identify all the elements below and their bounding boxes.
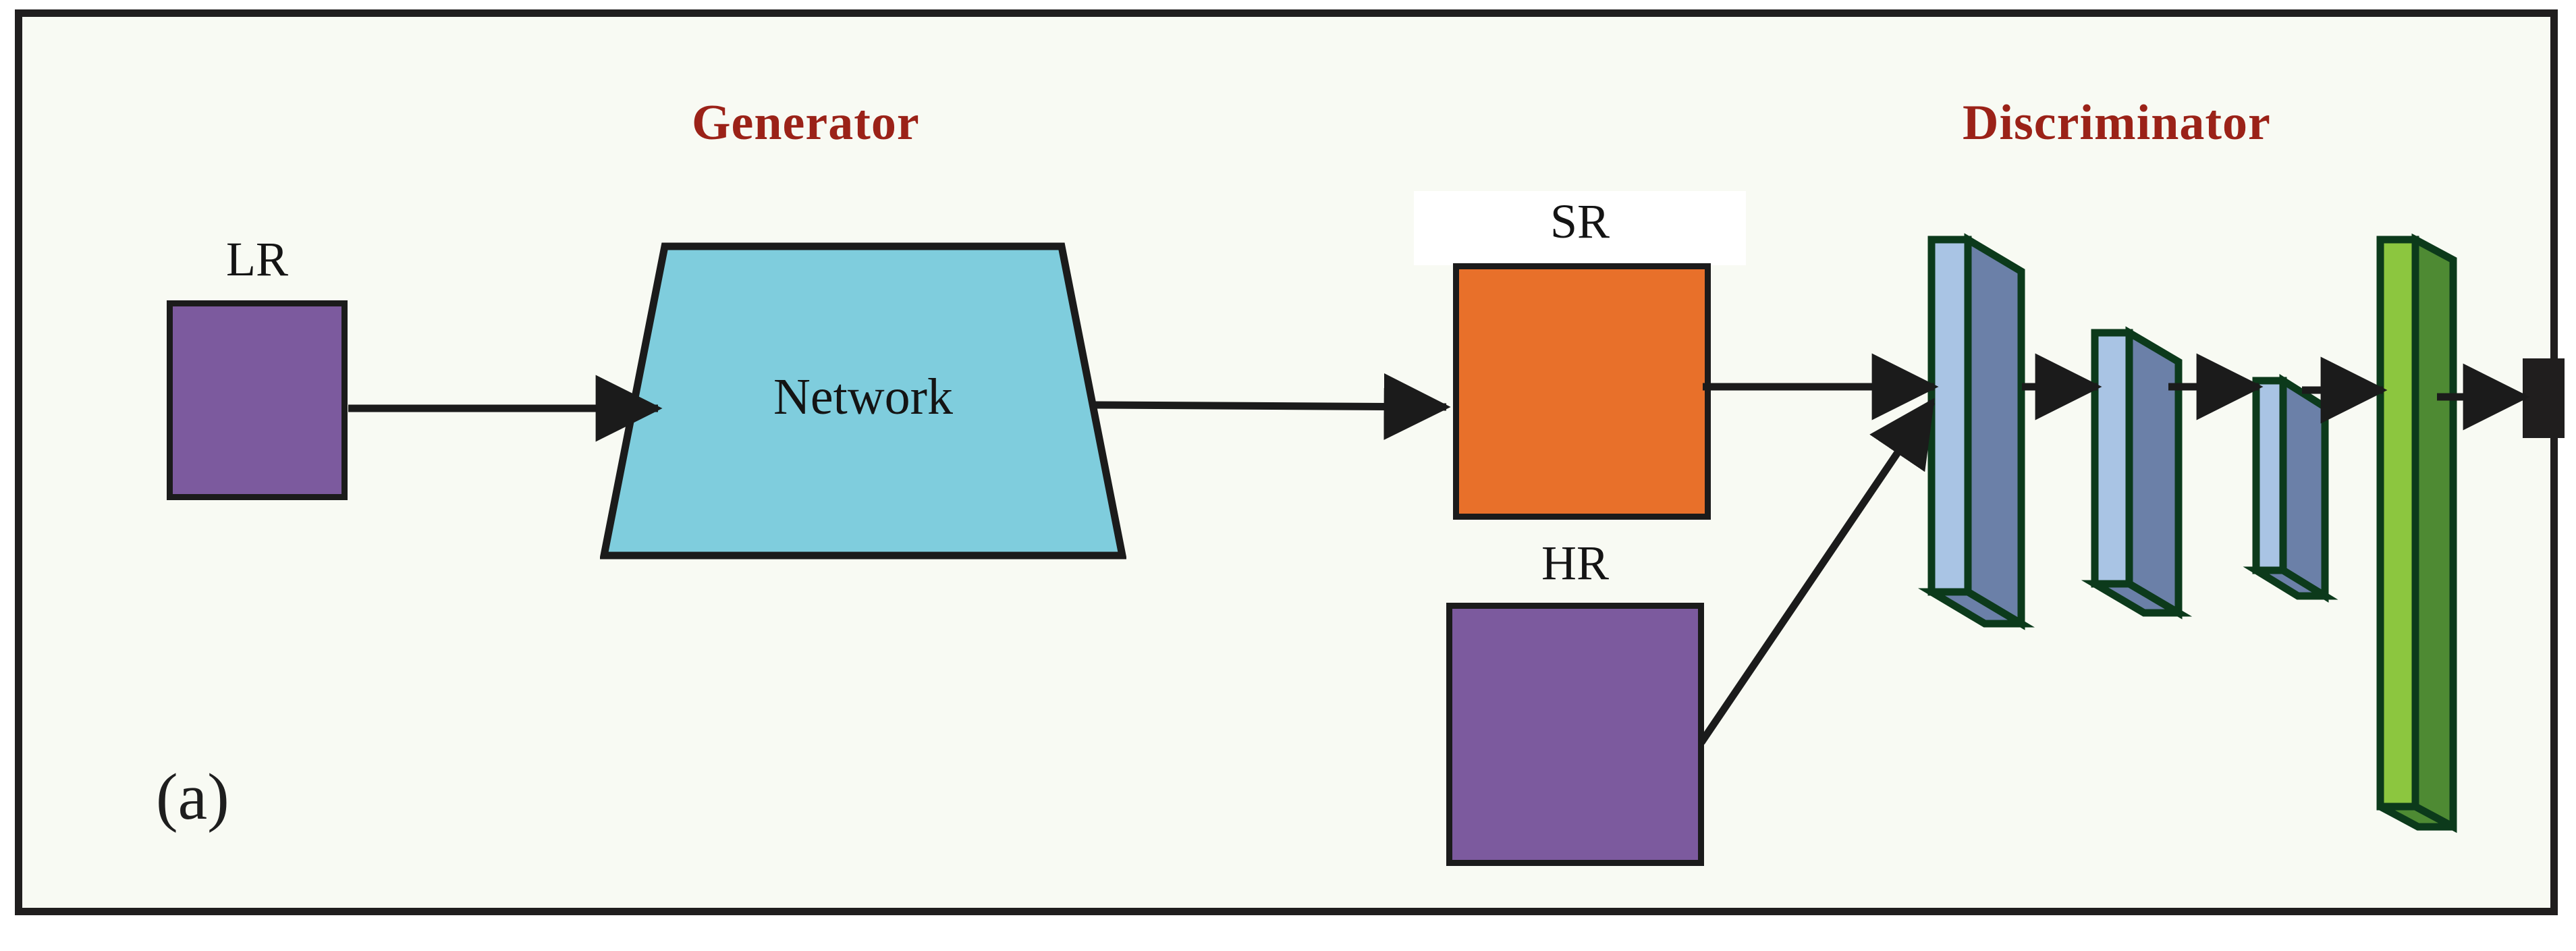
- discriminator-conv-block-3: [2243, 374, 2338, 603]
- discriminator-section-title: Discriminator: [1963, 95, 2271, 151]
- arrow-hr-to-discriminator: [1698, 398, 1936, 745]
- sr-box-label: SR: [1550, 194, 1610, 248]
- panel-letter: (a): [156, 761, 229, 834]
- discriminator-output-block: [2523, 358, 2565, 438]
- generator-section-title: Generator: [692, 95, 920, 151]
- connector-arrow-layer: [348, 353, 2530, 745]
- figure-frame: Generator Discriminator LR Network SR HR: [15, 9, 2565, 915]
- discriminator-dense-block: [2376, 233, 2457, 834]
- lr-box-label: LR: [225, 232, 288, 286]
- sr-image-box: [1453, 263, 1711, 520]
- lr-image-box: [167, 300, 348, 500]
- discriminator-conv-block-1: [1917, 233, 2035, 630]
- hr-image-box: [1446, 603, 1704, 866]
- generator-network-trapezoid: [600, 242, 1126, 560]
- discriminator-block-layer: [1917, 233, 2457, 834]
- sr-label-backdrop: [1414, 191, 1746, 265]
- arrow-network-to-sr: [1095, 373, 1451, 440]
- hr-box-label: HR: [1541, 536, 1610, 590]
- discriminator-conv-block-2: [2081, 326, 2193, 620]
- network-label: Network: [773, 369, 953, 425]
